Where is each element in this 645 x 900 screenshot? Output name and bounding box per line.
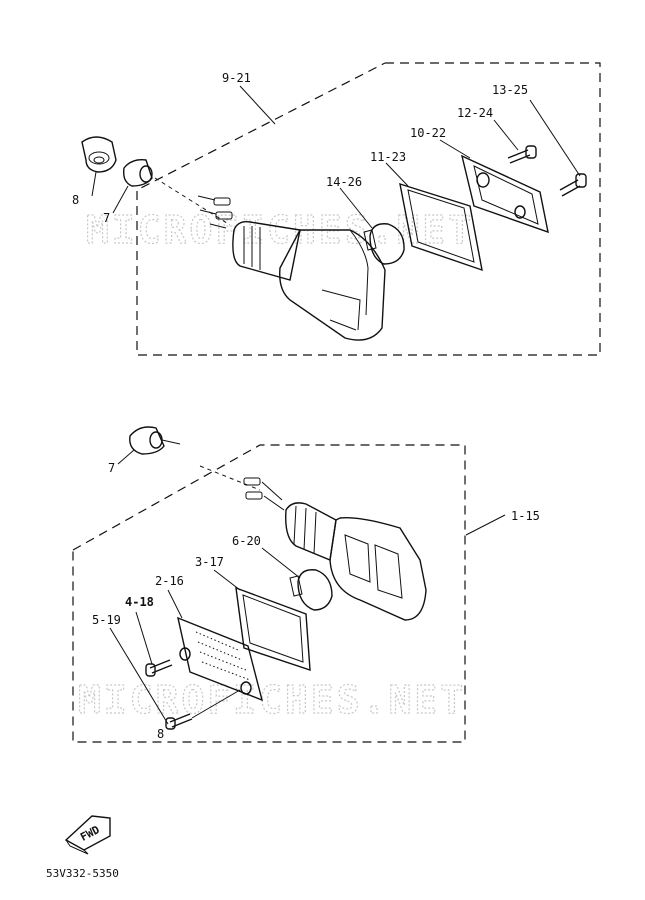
label-7-upper: 7: [103, 211, 110, 225]
label-3-17: 3-17: [195, 555, 224, 569]
label-8-lower: 8: [157, 727, 164, 741]
turn-signal-housing-lower: [285, 502, 427, 621]
label-7-lower: 7: [108, 461, 115, 475]
part-8-screw-lower: [165, 713, 193, 730]
part-3-gasket-lower: [235, 586, 311, 671]
label-12-24: 12-24: [457, 106, 493, 120]
lower-assembly: 7 1-15 6-20 3-17 2-16 4-18 5-19 8: [72, 426, 540, 743]
part-7-damper-upper: [122, 158, 153, 187]
socket-wires-lower: [243, 477, 285, 511]
socket-wires-upper: [197, 195, 233, 229]
part-12-screw-upper: [507, 145, 537, 164]
label-14-26: 14-26: [326, 175, 362, 189]
diagram-code: 53V332-5350: [46, 867, 119, 880]
label-10-22: 10-22: [410, 126, 446, 140]
part-2-lens-lower: [177, 616, 264, 702]
label-13-25: 13-25: [492, 83, 528, 97]
part-7-damper-lower: [129, 426, 165, 455]
part-14-bulb-upper: [363, 223, 405, 265]
fwd-arrow-icon: FWD: [64, 815, 111, 855]
part-4-screw-lower: [145, 659, 173, 677]
label-2-16: 2-16: [155, 574, 184, 588]
label-1-15: 1-15: [511, 509, 540, 523]
part-8-grommet-upper: [81, 136, 117, 173]
turn-signal-housing-upper: [232, 220, 386, 341]
part-11-gasket-upper: [399, 182, 483, 272]
watermark-lower: MICROFICHES.NET: [78, 678, 466, 722]
part-10-lens-frame-upper: [460, 154, 549, 234]
label-9-21: 9-21: [222, 71, 251, 85]
label-5-19: 5-19: [92, 613, 121, 627]
label-8-upper: 8: [72, 193, 79, 207]
part-13-screw-upper: [559, 173, 587, 197]
watermark-upper: MICROFICHES.NET: [86, 208, 474, 252]
upper-assembly-boundary: [136, 62, 601, 356]
label-11-23: 11-23: [370, 150, 406, 164]
label-4-18: 4-18: [125, 595, 154, 609]
part-6-bulb-lower: [289, 569, 333, 611]
label-6-20: 6-20: [232, 534, 261, 548]
lower-assembly-boundary: [72, 444, 466, 743]
upper-assembly: 9-21 8 7 14-26 11-23 10-22 12-24 13-25: [72, 62, 601, 356]
